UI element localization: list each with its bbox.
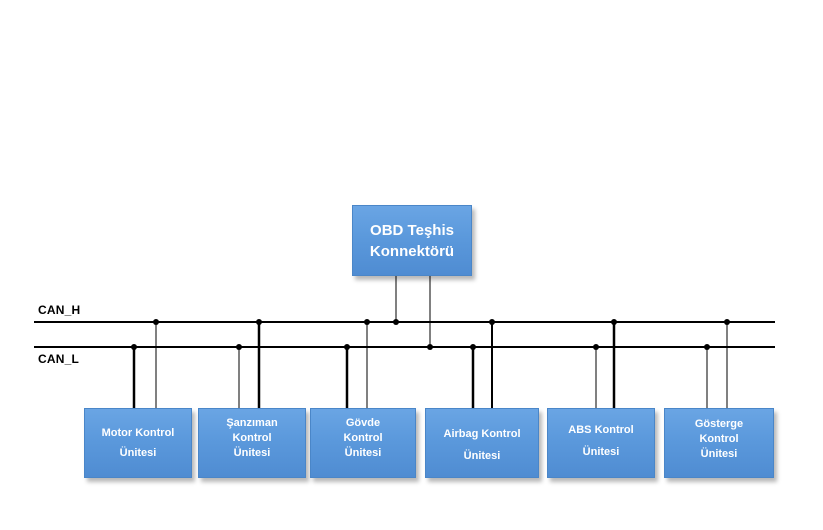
body-control-unit-label-line2: Kontrol (343, 432, 383, 444)
obd-can-l-junction (427, 344, 433, 350)
body-control-unit-box: Gövde Kontrol Ünitesi (310, 408, 416, 478)
abs-control-unit-box: ABS Kontrol Ünitesi (547, 408, 655, 478)
airbag-can-h-junction (489, 319, 495, 325)
abs-control-unit-label-line1: ABS Kontrol (568, 424, 634, 436)
can-l-label: CAN_L (38, 352, 80, 366)
govde-can-l-junction (344, 344, 350, 350)
abs-can-h-junction (611, 319, 617, 325)
can-h-label: CAN_H (38, 303, 81, 317)
obd-connector-label-line2: Konnektörü (369, 242, 455, 260)
obd-can-h-junction (393, 319, 399, 325)
motor-control-unit-label-line1: Motor Kontrol (101, 427, 175, 439)
gosterge-can-l-junction (704, 344, 710, 350)
transmission-control-unit-label-line1: Şanzıman (226, 417, 278, 429)
motor-can-l-junction (131, 344, 137, 350)
sanziman-can-h-junction (256, 319, 262, 325)
airbag-control-unit-label-line1: Airbag Kontrol (443, 428, 521, 440)
instrument-cluster-unit-label-line1: Gösterge (694, 418, 744, 430)
instrument-cluster-unit-label-line3: Ünitesi (700, 448, 738, 460)
obd-connector-box: OBD Teşhis Konnektörü (352, 205, 472, 276)
motor-can-h-junction (153, 319, 159, 325)
airbag-can-l-junction (470, 344, 476, 350)
instrument-cluster-unit-box: Gösterge Kontrol Ünitesi (664, 408, 774, 478)
obd-connector-label-line1: OBD Teşhis (370, 221, 454, 239)
transmission-control-unit-box: Şanzıman Kontrol Ünitesi (198, 408, 306, 478)
airbag-control-unit-box: Airbag Kontrol Ünitesi (425, 408, 539, 478)
motor-control-unit-box: Motor Kontrol Ünitesi (84, 408, 192, 478)
motor-control-unit-label-line2: Ünitesi (119, 447, 157, 459)
instrument-cluster-unit-label-line2: Kontrol (699, 433, 739, 445)
abs-can-l-junction (593, 344, 599, 350)
govde-can-h-junction (364, 319, 370, 325)
transmission-control-unit-label-line2: Kontrol (232, 432, 272, 444)
body-control-unit-label-line1: Gövde (345, 417, 381, 429)
transmission-control-unit-label-line3: Ünitesi (233, 447, 271, 459)
body-control-unit-label-line3: Ünitesi (344, 447, 382, 459)
airbag-control-unit-label-line2: Ünitesi (463, 450, 501, 462)
abs-control-unit-label-line2: Ünitesi (582, 446, 620, 458)
sanziman-can-l-junction (236, 344, 242, 350)
gosterge-can-h-junction (724, 319, 730, 325)
